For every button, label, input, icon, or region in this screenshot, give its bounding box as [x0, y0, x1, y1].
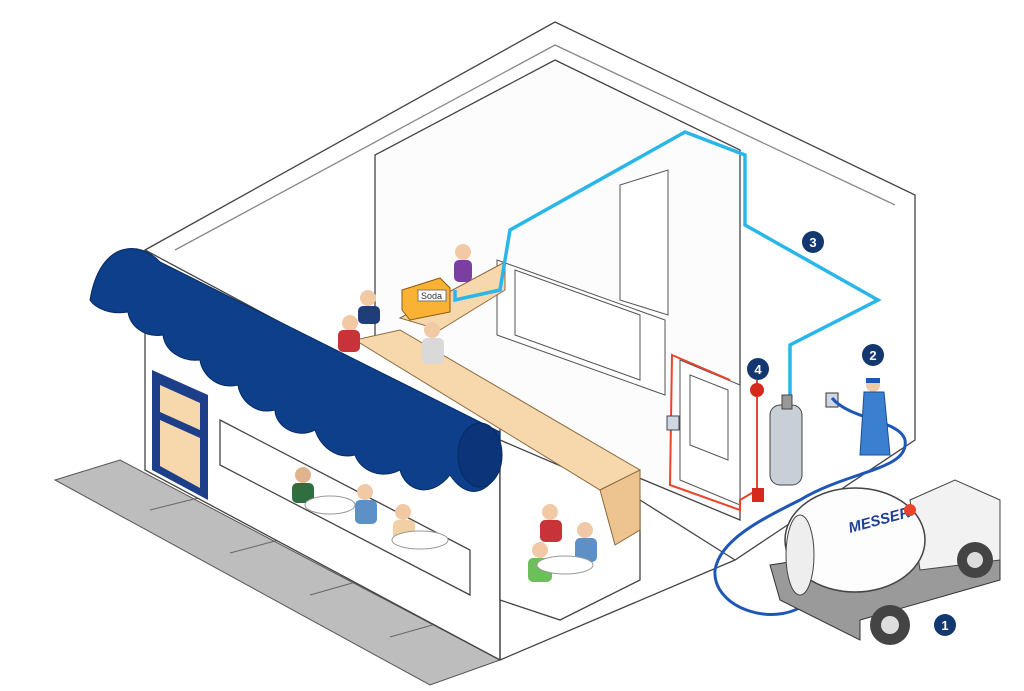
co2-tank — [769, 392, 839, 486]
awning — [89, 248, 503, 492]
delivery-truck: MESSER — [769, 479, 1001, 645]
wall-sensor — [666, 415, 680, 431]
soda-sign: Soda — [421, 291, 442, 301]
marker-1: 1 — [934, 614, 956, 636]
entrance-door — [152, 370, 208, 500]
alarm-light — [750, 383, 764, 397]
alarm-control-box — [752, 488, 764, 502]
svg-text:1: 1 — [941, 618, 948, 633]
soda-dispenser: Soda — [401, 277, 451, 321]
delivery-worker — [859, 378, 891, 456]
svg-text:4: 4 — [754, 362, 762, 377]
marker-3: 3 — [802, 231, 824, 253]
svg-text:2: 2 — [869, 348, 876, 363]
people — [292, 244, 597, 582]
svg-text:3: 3 — [809, 235, 816, 250]
marker-4: 4 — [747, 358, 769, 380]
kitchen-back-wall — [496, 169, 741, 506]
fill-hose — [713, 396, 907, 616]
sidewalk — [53, 459, 502, 686]
co2-supply-line — [453, 130, 882, 405]
marker-2: 2 — [862, 344, 884, 366]
